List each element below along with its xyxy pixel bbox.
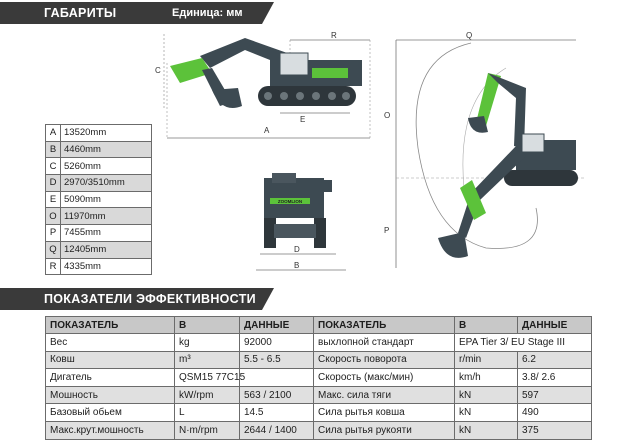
table-cell: 597 (517, 385, 592, 405)
table-cell: kW/rpm (174, 385, 240, 405)
performance-title: ПОКАЗАТЕЛИ ЭФФЕКТИВНОСТИ (44, 292, 256, 306)
table-cell: 375 (517, 420, 592, 440)
table-cell: Базовый обьем (45, 403, 175, 422)
dimensions-header: ГАБАРИТЫ Единица: мм (0, 2, 274, 24)
dimension-key: A (45, 124, 61, 142)
side-dim-r: R (331, 31, 337, 40)
dimension-value: 5090mm (60, 190, 152, 209)
reach-dim-o: O (384, 111, 390, 120)
column-header: ПОКАЗАТЕЛЬ (45, 316, 175, 334)
table-cell: L (174, 403, 240, 422)
column-header: ДАННЫЕ (239, 316, 314, 334)
table-cell: Мошность (45, 385, 175, 405)
column-header: ДАННЫЕ (517, 316, 592, 334)
table-cell: QSM15 77C15 (174, 368, 245, 387)
performance-header: ПОКАЗАТЕЛИ ЭФФЕКТИВНОСТИ (0, 288, 274, 310)
table-cell: 92000 (239, 333, 314, 352)
table-cell (239, 368, 314, 387)
front-view-drawing: ZOOMLION D B (256, 173, 346, 271)
table-cell: EPA Tier 3/ EU Stage III (454, 333, 592, 352)
table-cell: 563 / 2100 (239, 385, 314, 405)
side-dim-c: C (155, 66, 161, 75)
dimension-value: 4335mm (60, 257, 152, 276)
table-cell: 5.5 - 6.5 (239, 350, 314, 370)
table-cell: Скорость поворота (313, 350, 455, 370)
dimension-value: 13520mm (60, 124, 152, 142)
table-cell: Дигатель (45, 368, 175, 387)
dimension-value: 11970mm (60, 207, 152, 226)
dimension-value: 5260mm (60, 157, 152, 176)
table-cell: Ковш (45, 350, 175, 370)
table-cell: kg (174, 333, 240, 352)
front-dim-d: D (294, 245, 300, 254)
dimension-value: 4460mm (60, 140, 152, 159)
table-cell: Сила рытья ковша (313, 403, 455, 422)
side-view-drawing: C A E R (155, 31, 371, 139)
dimension-value: 2970/3510mm (60, 174, 152, 192)
side-dim-e: E (300, 115, 305, 124)
table-cell: kN (454, 403, 518, 422)
reach-dim-p: P (384, 226, 389, 235)
brand-label: ZOOMLION (278, 199, 302, 204)
table-cell: 2644 / 1400 (239, 420, 314, 440)
column-header: B (174, 316, 240, 334)
table-cell: km/h (454, 368, 518, 387)
units-label: Единица: мм (172, 7, 243, 19)
table-cell: r/min (454, 350, 518, 370)
table-cell: 14.5 (239, 403, 314, 422)
table-cell: m³ (174, 350, 240, 370)
table-cell: выхлопной стандарт (313, 333, 455, 352)
dimension-key: B (45, 140, 61, 159)
working-range-drawing: Q O P (384, 31, 586, 268)
table-cell: 6.2 (517, 350, 592, 370)
dimensions-title: ГАБАРИТЫ (44, 6, 117, 20)
table-cell: 3.8/ 2.6 (517, 368, 592, 387)
table-cell: Макс.крут.мошность (45, 420, 175, 440)
dimension-key: O (45, 207, 61, 226)
dimension-key: Q (45, 240, 61, 259)
dimension-key: D (45, 174, 61, 192)
table-cell: kN (454, 385, 518, 405)
table-cell: N·m/rpm (174, 420, 240, 440)
dimension-key: R (45, 257, 61, 276)
dimension-value: 7455mm (60, 224, 152, 242)
table-cell: 490 (517, 403, 592, 422)
side-dim-a: A (264, 126, 270, 135)
table-cell: Макс. сила тяги (313, 385, 455, 405)
table-cell: kN (454, 420, 518, 440)
dimension-key: E (45, 190, 61, 209)
table-cell: Скорость (макс/мин) (313, 368, 455, 387)
dimension-key: C (45, 157, 61, 176)
column-header: ПОКАЗАТЕЛЬ (313, 316, 455, 334)
front-dim-b: B (294, 261, 299, 270)
dimension-value: 12405mm (60, 240, 152, 259)
table-cell: Сила рытья рукояти (313, 420, 455, 440)
dimension-key: P (45, 224, 61, 242)
table-cell: Вес (45, 333, 175, 352)
reach-dim-q: Q (466, 31, 472, 40)
column-header: B (454, 316, 518, 334)
